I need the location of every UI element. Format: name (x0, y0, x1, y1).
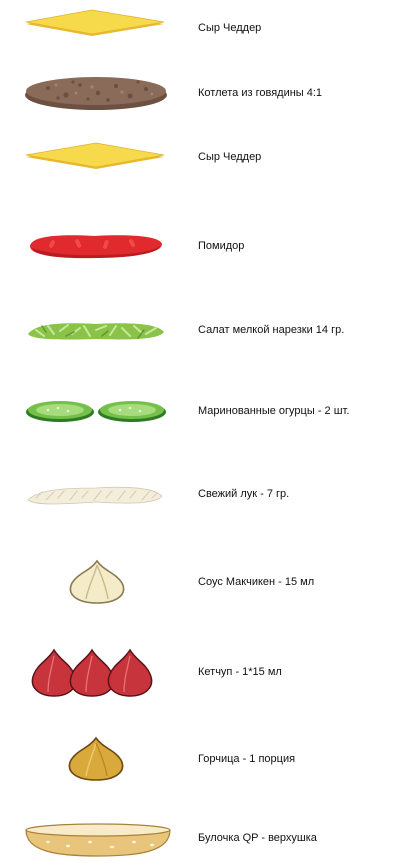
ingredient-label: Горчица - 1 порция (198, 753, 296, 765)
ingredient-label: Помидор (198, 240, 245, 252)
shredded-lettuce-icon (18, 316, 178, 344)
beef-patty-icon (18, 73, 178, 113)
ingredient-label: Свежий лук - 7 гр. (198, 488, 290, 500)
tomato-slice-icon (18, 230, 178, 262)
cheddar-cheese-icon (18, 142, 178, 173)
ingredient-label: Сыр Чеддер (198, 22, 262, 34)
ingredient-label: Котлета из говядины 4:1 (198, 87, 323, 99)
ingredient-label: Салат мелкой нарезки 14 гр. (198, 324, 345, 336)
bun-top-icon (18, 822, 178, 857)
ingredient-label: Соус Макчикен - 15 мл (198, 576, 315, 588)
ingredient-label: Сыр Чеддер (198, 151, 262, 163)
ingredient-label: Кетчуп - 1*15 мл (198, 666, 282, 678)
ingredient-label: Маринованные огурцы - 2 шт. (198, 405, 350, 417)
ketchup-icon (18, 646, 178, 698)
fresh-onion-icon (18, 478, 178, 510)
mcchicken-sauce-icon (18, 557, 178, 607)
pickles-icon (18, 398, 178, 424)
mustard-icon (18, 734, 178, 784)
cheddar-cheese-icon (18, 9, 178, 44)
ingredient-label: Булочка QP - верхушка (198, 832, 317, 844)
